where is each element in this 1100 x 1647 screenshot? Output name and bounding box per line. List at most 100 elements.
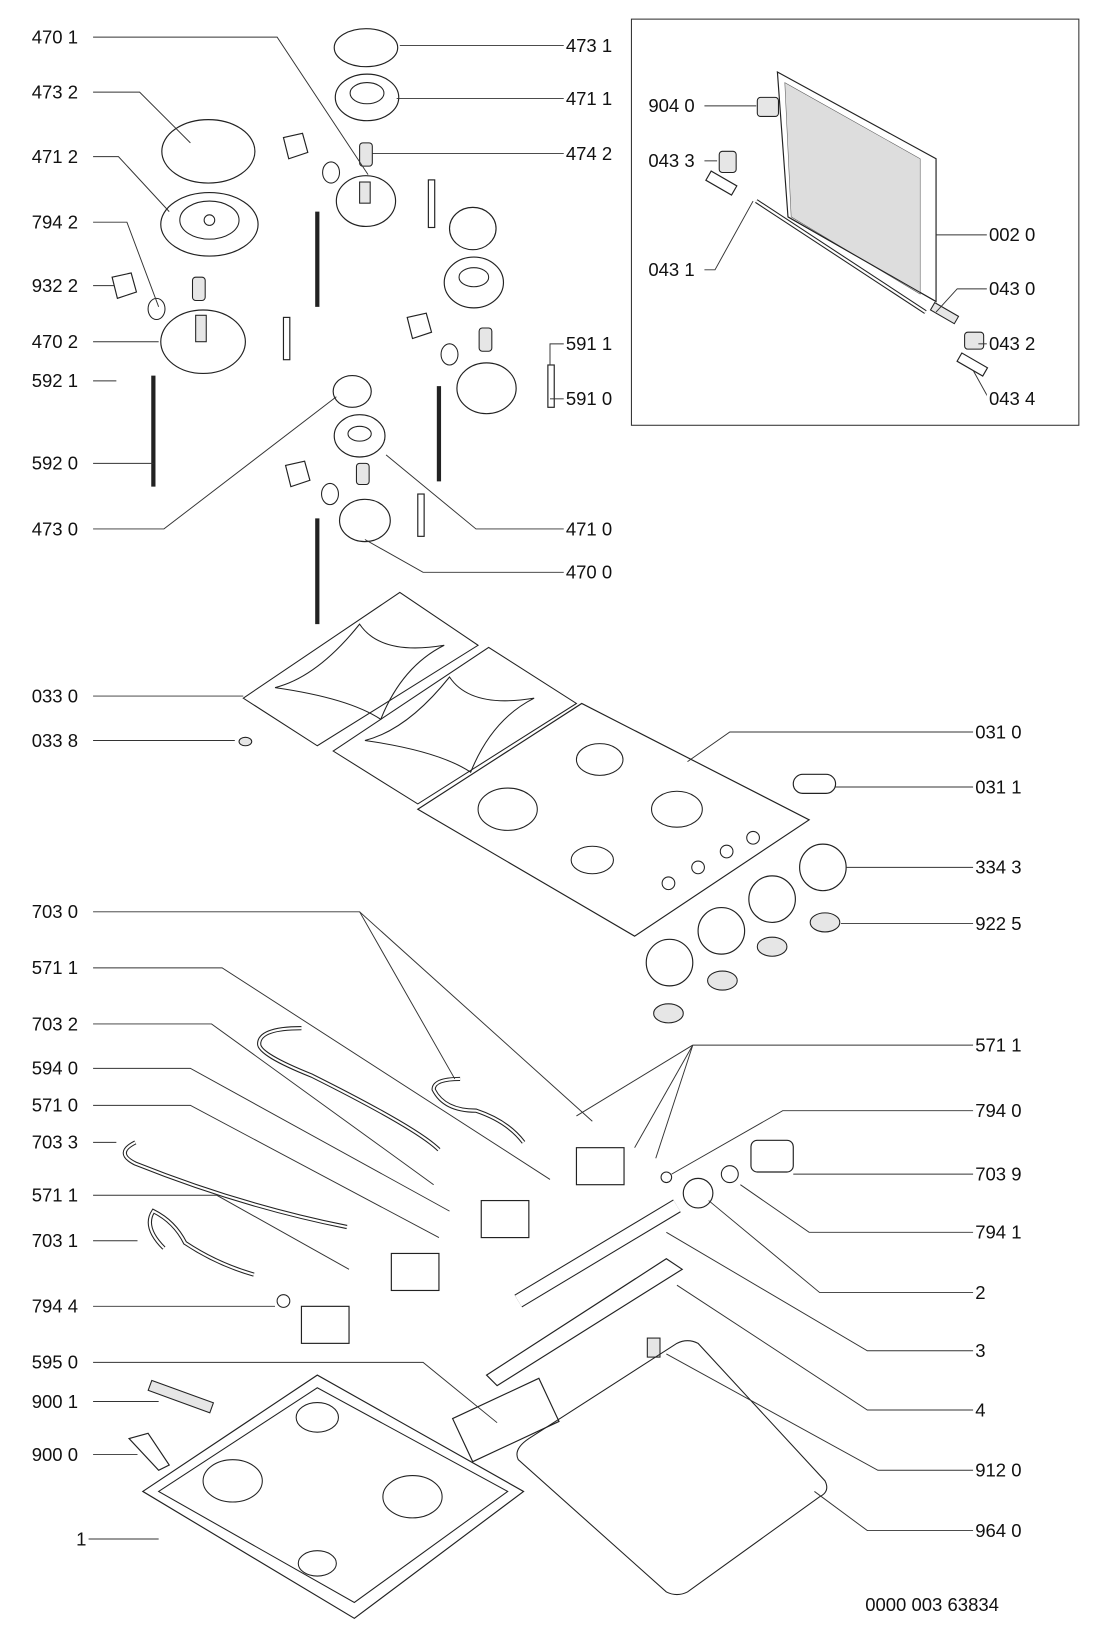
- label-backing: [646, 95, 697, 117]
- part-number-label: 794 2: [32, 212, 78, 233]
- part-number-label: 703 0: [32, 901, 78, 922]
- part-number-label: 964 0: [975, 1520, 1021, 1541]
- part-number-label: 703 3: [32, 1132, 78, 1153]
- label-backing: [973, 1399, 988, 1421]
- label-backing: [973, 1100, 1024, 1122]
- leader-line: [814, 1491, 976, 1532]
- label-backing: [29, 1013, 81, 1035]
- part-number-label: 033 0: [32, 685, 78, 706]
- part-number-label: 912 0: [975, 1460, 1021, 1481]
- part-number-label: 3: [975, 1340, 985, 1361]
- label-backing: [973, 1459, 1024, 1481]
- part-number-label: 571 1: [32, 1185, 78, 1206]
- label-backing: [646, 259, 697, 281]
- label-backing: [973, 721, 1024, 743]
- label-backing: [973, 856, 1024, 878]
- label-backing: [973, 776, 1024, 798]
- part-number-label: 043 3: [648, 150, 694, 171]
- leader-line: [935, 288, 989, 313]
- part-number-label: 794 4: [32, 1296, 78, 1317]
- part-number-label: 473 0: [32, 518, 78, 539]
- part-number-label: 2: [975, 1282, 985, 1303]
- leader-line: [93, 1067, 450, 1212]
- label-backing: [973, 1034, 1024, 1056]
- label-backing: [973, 1340, 988, 1362]
- part-number-label: 592 0: [32, 453, 78, 474]
- label-backing: [563, 87, 615, 109]
- label-backing: [29, 275, 81, 297]
- label-backing: [29, 729, 81, 751]
- label-backing: [563, 388, 615, 410]
- burner-parts: [111, 28, 555, 625]
- part-number-label: 470 2: [32, 331, 78, 352]
- part-number-label: 900 0: [32, 1444, 78, 1465]
- part-number-label: 594 0: [32, 1058, 78, 1079]
- part-number-label: 703 2: [32, 1013, 78, 1034]
- label-backing: [29, 145, 81, 167]
- document-number: 0000 003 63834: [865, 1594, 999, 1615]
- label-backing: [973, 1221, 1024, 1243]
- part-number-label: 592 1: [32, 370, 78, 391]
- part-number-label: 595 0: [32, 1352, 78, 1373]
- part-number-label: 794 1: [975, 1222, 1021, 1243]
- leader-line: [687, 731, 976, 763]
- label-backing: [29, 331, 81, 353]
- label-backing: [29, 1351, 81, 1373]
- part-number-label: 471 1: [566, 88, 612, 109]
- label-backing: [29, 1184, 81, 1206]
- label-backing: [986, 388, 1038, 410]
- label-backing: [29, 957, 81, 979]
- part-number-label: 591 0: [566, 388, 612, 409]
- label-backing: [863, 1593, 1002, 1615]
- part-number-label: 470 1: [32, 26, 78, 47]
- leader-line: [740, 1184, 976, 1233]
- leader-line: [576, 1044, 694, 1117]
- part-number-label: 571 1: [32, 957, 78, 978]
- leader-line: [359, 911, 593, 1122]
- inset-frame: [630, 18, 1080, 426]
- label-backing: [29, 1230, 81, 1252]
- leader-line: [655, 1044, 694, 1159]
- part-number-label: 002 0: [989, 224, 1035, 245]
- label-backing: [29, 901, 81, 923]
- label-backing: [973, 1519, 1024, 1541]
- part-number-label: 470 0: [566, 562, 612, 583]
- label-backing: [29, 1057, 81, 1079]
- label-backing: [986, 278, 1038, 300]
- label-backing: [29, 81, 81, 103]
- part-number-label: 703 1: [32, 1230, 78, 1251]
- part-number-label: 043 2: [989, 333, 1035, 354]
- leader-line: [549, 343, 566, 365]
- label-backing: [29, 1094, 81, 1116]
- leader-line: [93, 156, 170, 212]
- label-backing: [646, 150, 697, 172]
- control-knobs: [645, 843, 847, 1024]
- leader-line: [93, 1104, 440, 1239]
- leader-line: [93, 396, 337, 530]
- label-backing: [29, 452, 81, 474]
- part-number-label: 471 0: [566, 518, 612, 539]
- glass-lid-part: [705, 70, 989, 377]
- label-backing: [973, 1163, 1024, 1185]
- part-number-label: 043 0: [989, 278, 1035, 299]
- part-number-label: 471 2: [32, 146, 78, 167]
- label-backing: [563, 142, 615, 164]
- part-number-label: 031 1: [975, 776, 1021, 797]
- leader-line: [93, 1194, 350, 1270]
- leader-line: [385, 454, 566, 530]
- label-backing: [563, 34, 615, 56]
- part-number-label: 703 9: [975, 1163, 1021, 1184]
- part-number-label: 794 0: [975, 1100, 1021, 1121]
- leader-line: [93, 36, 369, 175]
- label-backing: [29, 1295, 81, 1317]
- label-backing: [986, 333, 1038, 355]
- part-number-label: 043 1: [648, 259, 694, 280]
- gas-valves-and-pipes: [122, 1026, 794, 1387]
- base-tray-and-seal: [127, 1340, 828, 1620]
- label-backing: [29, 211, 81, 233]
- part-number-label: 1: [76, 1528, 86, 1549]
- part-number-label: 043 4: [989, 388, 1035, 409]
